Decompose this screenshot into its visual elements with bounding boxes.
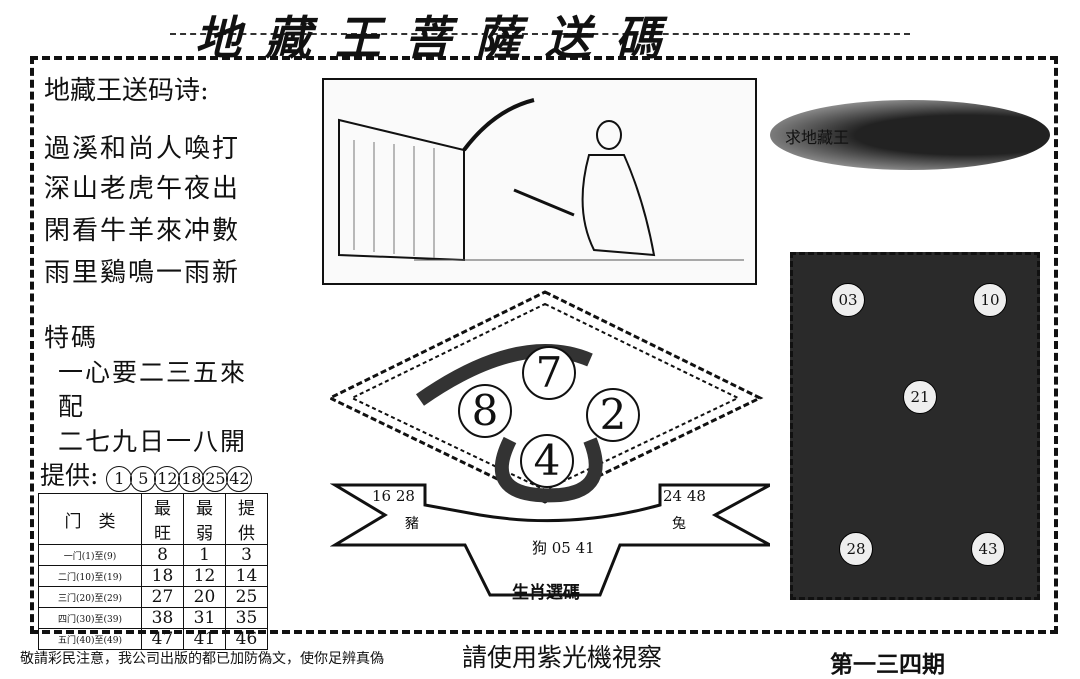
cell: 18 bbox=[141, 565, 184, 587]
cell: 五门(40)至(49) bbox=[38, 628, 142, 650]
cell: 38 bbox=[141, 607, 184, 629]
zodiac-caption: 生肖選碼 bbox=[512, 583, 580, 603]
pig-label: 豬 bbox=[405, 516, 419, 532]
poem-line: 過溪和尚人喚打 bbox=[44, 134, 241, 164]
seek-banner: 求地藏王 bbox=[770, 100, 1050, 170]
cell: 四门(30)至(39) bbox=[38, 607, 142, 629]
number-circle: 42 bbox=[226, 466, 253, 492]
cell: 31 bbox=[183, 607, 226, 629]
poem-line: 深山老虎午夜出 bbox=[44, 174, 241, 204]
footer-note: 請使用紫光機視察 bbox=[462, 643, 663, 672]
lucky-ball: 4 bbox=[520, 434, 574, 488]
cell: 41 bbox=[183, 628, 226, 650]
cell: 46 bbox=[225, 628, 268, 650]
cell: 35 bbox=[225, 607, 268, 629]
col-header: 最旺 bbox=[141, 493, 184, 545]
cell: 20 bbox=[183, 586, 226, 608]
number-circle: 03 bbox=[831, 283, 865, 317]
pig-numbers: 16 28 bbox=[372, 487, 415, 505]
number-circle: 43 bbox=[971, 532, 1005, 566]
lucky-ball: 2 bbox=[586, 388, 640, 442]
rabbit-label: 兔 bbox=[672, 516, 686, 532]
cell: 二门(10)至(19) bbox=[38, 565, 142, 587]
diamond-zodiac-graphic bbox=[330, 290, 770, 597]
special-line: 一心要二三五來 bbox=[58, 358, 248, 387]
content-frame bbox=[30, 56, 1058, 634]
table-header: 门 类最旺最弱提供 bbox=[38, 493, 268, 545]
poem-title: 地藏王送码诗: bbox=[44, 76, 209, 106]
cell: 14 bbox=[225, 565, 268, 587]
cell: 3 bbox=[225, 544, 268, 566]
cell: 25 bbox=[225, 586, 268, 608]
cell: 1 bbox=[183, 544, 226, 566]
provide-label: 提供: bbox=[40, 461, 99, 490]
cell: 三门(20)至(29) bbox=[38, 586, 142, 608]
special-line: 配 bbox=[58, 392, 86, 421]
banner-text: 求地藏王 bbox=[785, 128, 850, 147]
col-header: 门 类 bbox=[38, 493, 142, 545]
cell: 27 bbox=[141, 586, 184, 608]
poem-line: 雨里鷄鳴一雨新 bbox=[44, 258, 241, 288]
cell: 一门(1)至(9) bbox=[38, 544, 142, 566]
issue-number: 第一三四期 bbox=[830, 651, 945, 678]
number-circle: 18 bbox=[178, 466, 205, 492]
poem-line: 閑看牛羊來冲數 bbox=[44, 216, 241, 246]
cell: 12 bbox=[183, 565, 226, 587]
col-header: 最弱 bbox=[183, 493, 226, 545]
number-circle: 25 bbox=[202, 466, 229, 492]
col-header: 提供 bbox=[225, 493, 268, 545]
header-line bbox=[170, 33, 910, 35]
rabbit-numbers: 24 48 bbox=[663, 487, 706, 505]
monk-drawing bbox=[338, 98, 744, 262]
dark-number-grid: 03 10 21 28 43 bbox=[790, 252, 1040, 600]
dog-numbers: 狗 05 41 bbox=[532, 539, 595, 557]
number-circle: 10 bbox=[973, 283, 1007, 317]
number-circle: 5 bbox=[130, 466, 157, 492]
special-line: 二七九日一八開 bbox=[58, 427, 248, 456]
number-circle: 21 bbox=[903, 380, 937, 414]
number-circle: 12 bbox=[154, 466, 181, 492]
lucky-ball: 8 bbox=[458, 384, 512, 438]
number-circle: 1 bbox=[106, 466, 133, 492]
monk-illustration bbox=[322, 78, 757, 285]
special-title: 特碼 bbox=[44, 323, 99, 352]
number-circle: 28 bbox=[839, 532, 873, 566]
cell: 8 bbox=[141, 544, 184, 566]
anti-counterfeit-note: 敬請彩民注意，我公司出版的都已加防偽文，使你足辨真偽 bbox=[20, 651, 384, 667]
cell: 47 bbox=[141, 628, 184, 650]
page-title: 地藏王菩薩送碼 bbox=[195, 11, 685, 65]
lucky-ball: 7 bbox=[522, 346, 576, 400]
